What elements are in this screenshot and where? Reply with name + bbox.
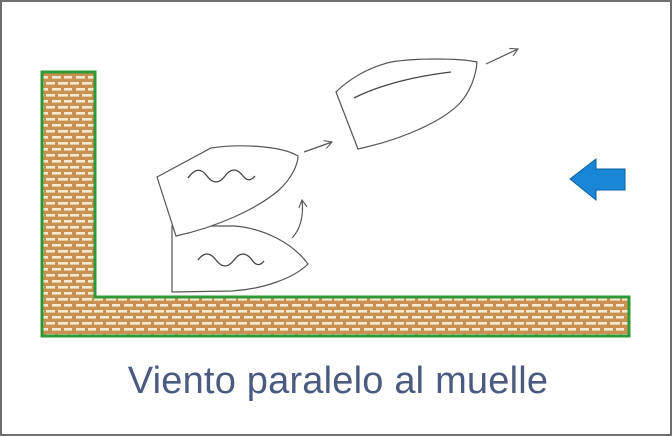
motion-arrow-icon (485, 47, 520, 65)
pier (40, 70, 631, 338)
diagram-caption: Viento paralelo al muelle (127, 360, 549, 402)
motion-arrow-icon (291, 198, 308, 239)
boat-departing-wave (187, 169, 256, 183)
boat-moored-wave (197, 253, 265, 267)
boat-underway (335, 58, 478, 150)
boat-departing (156, 145, 299, 237)
wind-arrow-icon (569, 157, 626, 202)
boat-moored (171, 225, 309, 293)
boat-underway-line (353, 71, 452, 99)
motion-arrow-icon (303, 140, 334, 153)
